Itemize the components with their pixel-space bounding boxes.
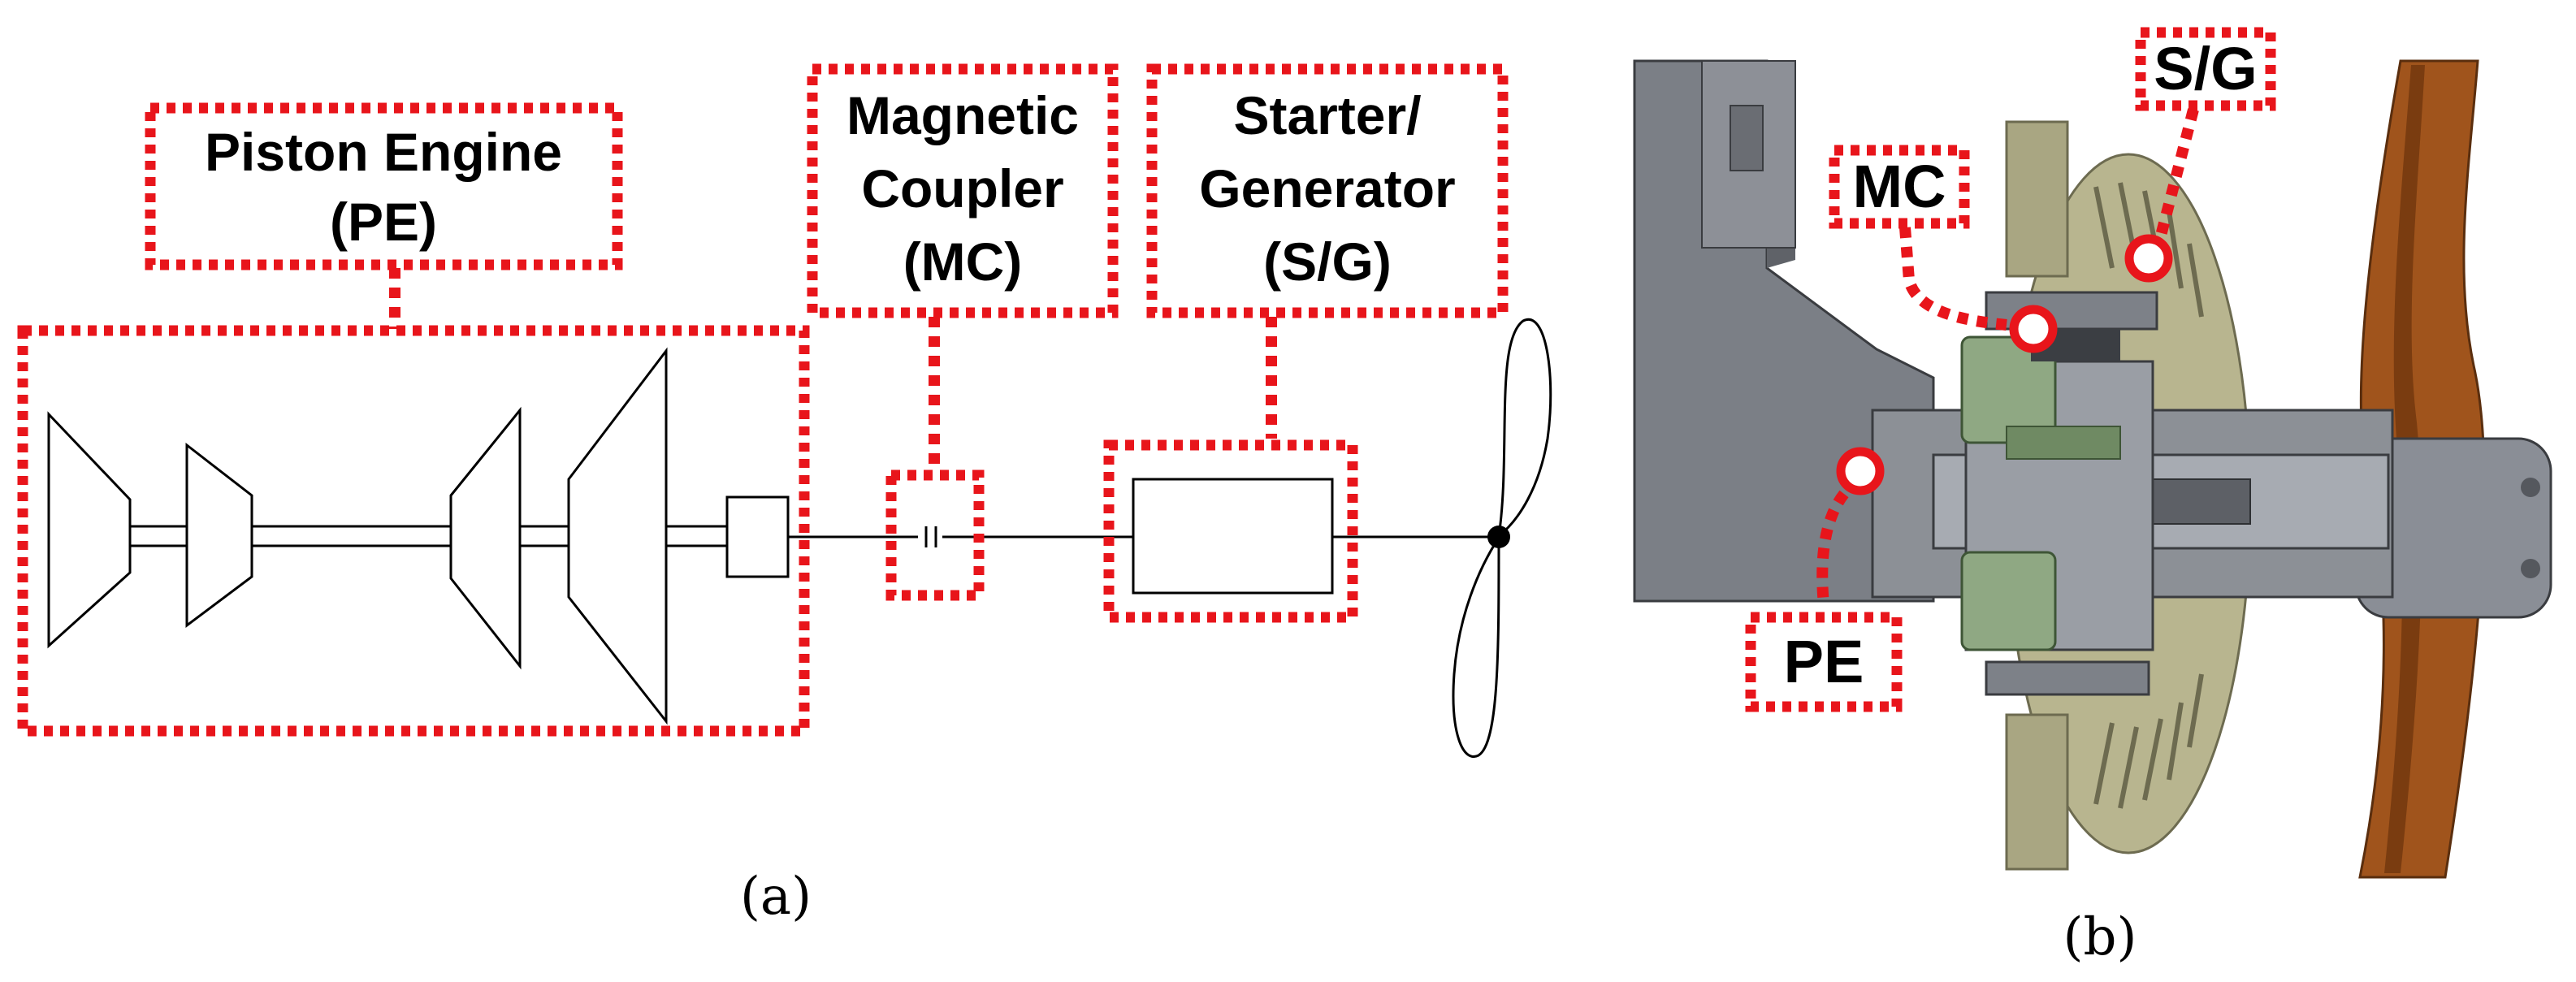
compressor-stage-2	[185, 442, 253, 628]
sg-marker	[2124, 234, 2173, 283]
magnetic-coupler-label-box	[807, 63, 1119, 318]
compressor-stage-1	[47, 411, 132, 649]
mc-callout-label: MC	[1852, 153, 1946, 220]
panel-a-schematic: Piston Engine (PE) Magnetic Coupler (MC)	[17, 63, 1552, 927]
starter-generator-label-line3: (S/G)	[1263, 231, 1392, 292]
propeller-blade-bottom	[1452, 533, 1500, 758]
propeller-schematic	[1452, 318, 1552, 758]
mc-callout-box	[1829, 145, 1970, 229]
magnetic-coupler-region	[885, 469, 985, 601]
starter-generator-label-line2: Generator	[1199, 158, 1455, 218]
coupler-inner-ring	[2006, 426, 2121, 460]
sg-callout-box	[2135, 27, 2276, 111]
panel-b-caption: (b)	[2063, 907, 2137, 967]
piston-engine-label-box	[145, 102, 623, 270]
starter-generator-box	[1132, 478, 1334, 595]
prop-hub-bolt-1	[2521, 478, 2540, 497]
starter-generator-label-line1: Starter/	[1233, 85, 1421, 145]
magnetic-coupler-label-line3: (MC)	[903, 231, 1023, 292]
pe-callout-leader	[1816, 490, 1849, 606]
turbine-stage-1	[449, 406, 522, 670]
prop-hub-bolt-2	[2521, 559, 2540, 578]
sg-callout-leader	[2155, 108, 2199, 237]
magnetic-coupler-label-line2: Coupler	[861, 158, 1063, 218]
piston-engine-label-line2: (PE)	[330, 192, 437, 252]
propeller-blade-top	[1496, 318, 1552, 539]
panel-b-cutaway: S/G MC PE (b)	[1633, 27, 2552, 967]
pe-marker	[1836, 447, 1885, 495]
turbine-stage-2	[567, 347, 668, 725]
stator-disc-rim-top	[2005, 120, 2069, 278]
magnetic-coupler-label-line1: Magnetic	[846, 85, 1079, 145]
engine-housing-detail	[1730, 105, 1764, 171]
starter-generator-region	[1103, 439, 1358, 623]
pe-callout-box	[1745, 612, 1903, 712]
panel-a-caption: (a)	[740, 867, 812, 927]
mc-callout-leader	[1899, 227, 2007, 331]
pe-callout-label: PE	[1784, 628, 1864, 695]
engine-output-box	[725, 495, 790, 578]
coupler-flange-bottom	[1985, 660, 2150, 696]
mc-marker	[2009, 305, 2058, 353]
coupler-magnet-bottom	[1960, 551, 2057, 651]
sg-callout-label: S/G	[2154, 35, 2257, 102]
starter-generator-label-box	[1146, 63, 1509, 318]
stator-disc-rim-bottom	[2005, 713, 2069, 871]
piston-engine-label-line1: Piston Engine	[205, 122, 562, 182]
propeller-hub	[1487, 526, 1510, 548]
piston-engine-region	[17, 325, 810, 737]
